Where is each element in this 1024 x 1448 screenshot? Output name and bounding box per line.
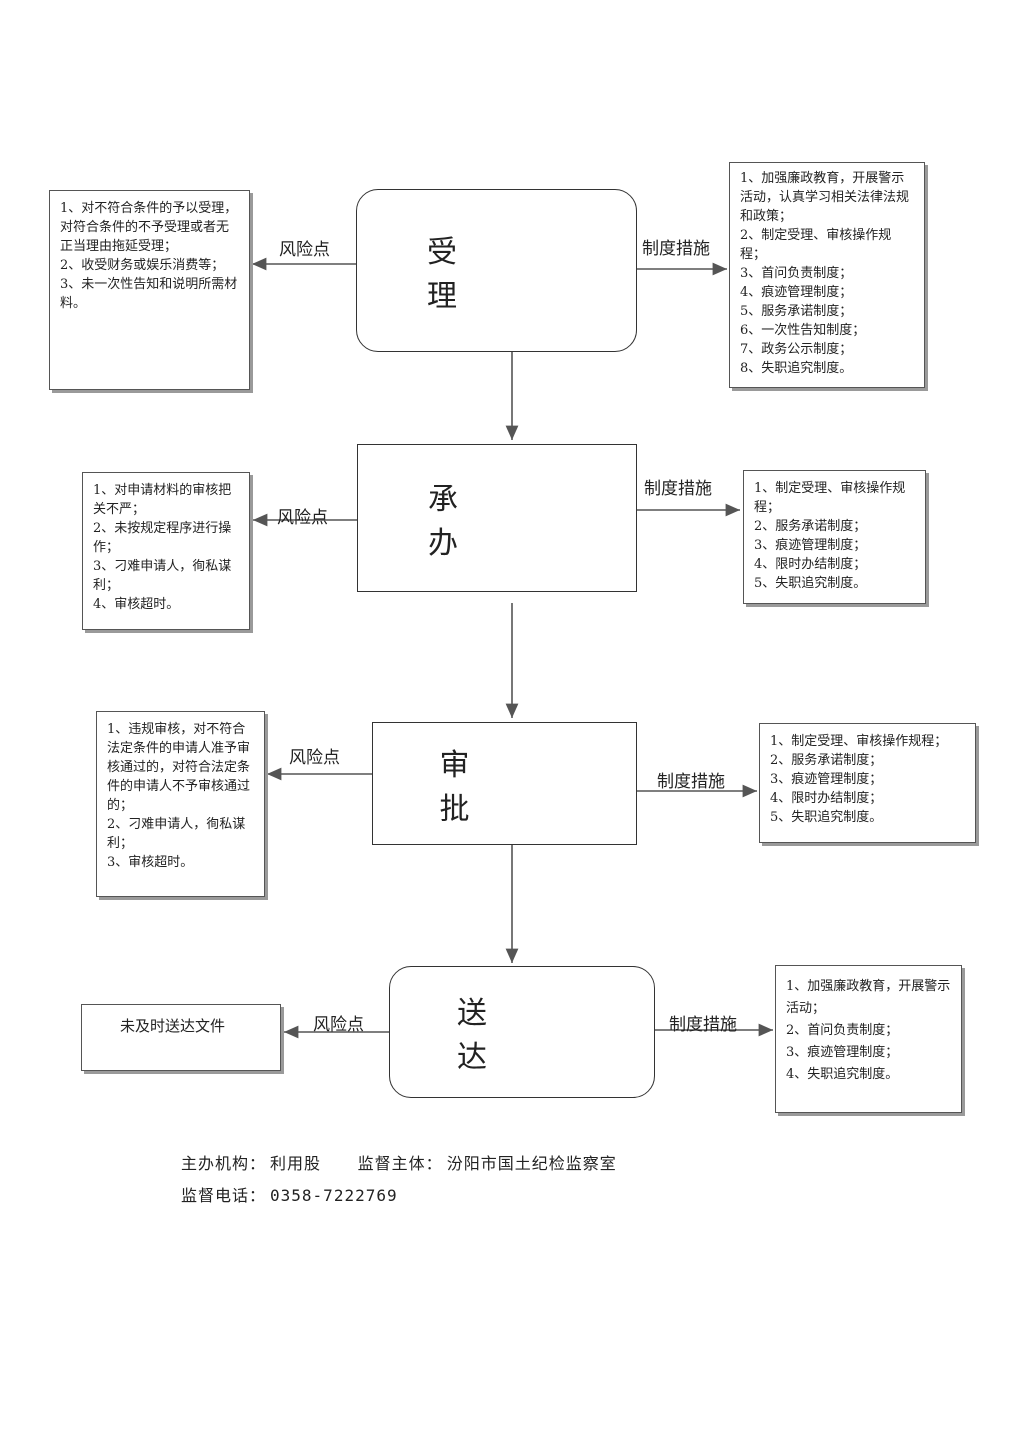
risk-box-deliver: 未及时送达文件 [81,1004,281,1071]
phone-label: 监督电话： [181,1186,267,1205]
measure-item: 4、痕迹管理制度； [740,285,853,300]
stage-handle-label: 承 办 [428,482,628,561]
stage-deliver-label: 送 达 [457,996,657,1075]
footer-org-line: 主办机构：利用股 监督主体：汾阳市国土纪检监察室 [181,1150,621,1174]
measure-item: 1、制定受理、审核操作规程； [754,481,906,515]
risk-item: 1、对不符合条件的予以受理，对符合条件的不予受理或者无正当理由拖延受理； [60,201,238,254]
risk-box-handle: 1、对申请材料的审核把关不严； 2、未按规定程序进行操作； 3、刁难申请人，徇私… [82,472,250,630]
measure-item: 5、服务承诺制度； [740,304,853,319]
risk-item: 3、刁难申请人，徇私谋利； [93,559,232,593]
measure-item: 2、首问负责制度； [786,1023,899,1038]
risk-label-1: 风险点 [279,240,330,260]
stage-accept: 受 理 [356,189,637,352]
measure-item: 7、政务公示制度； [740,342,853,357]
measure-label-3: 制度措施 [657,772,725,792]
stage-deliver: 送 达 [389,966,655,1098]
risk-label-2: 风险点 [277,508,328,528]
org-value: 利用股 [270,1154,322,1173]
risk-item: 4、审核超时。 [93,597,180,612]
risk-box-approve: 1、违规审核，对不符合法定条件的申请人准予审核通过的，对符合法定条件的申请人不予… [96,711,265,897]
measure-label-2: 制度措施 [644,479,712,499]
measure-item: 3、痕迹管理制度； [754,538,867,553]
measure-box-accept: 1、加强廉政教育，开展警示活动，认真学习相关法律法规和政策； 2、制定受理、审核… [729,162,925,388]
risk-item: 3、未一次性告知和说明所需材料。 [60,277,238,311]
risk-item: 3、审核超时。 [107,855,194,870]
risk-item: 2、刁难申请人，徇私谋利； [107,817,246,851]
measure-item: 3、痕迹管理制度； [770,772,883,787]
measure-box-handle: 1、制定受理、审核操作规程； 2、服务承诺制度； 3、痕迹管理制度； 4、限时办… [743,470,926,604]
supervisor-label: 监督主体： [357,1154,443,1173]
measure-item: 6、一次性告知制度； [740,323,866,338]
phone-value: 0358-7222769 [270,1186,398,1205]
measure-box-deliver: 1、加强廉政教育，开展警示活动； 2、首问负责制度； 3、痕迹管理制度； 4、失… [775,965,962,1113]
risk-item: 2、未按规定程序进行操作； [93,521,232,555]
measure-item: 2、服务承诺制度； [770,753,883,768]
measure-item: 4、限时办结制度； [770,791,883,806]
measure-item: 4、失职追究制度。 [786,1067,899,1082]
risk-item: 1、对申请材料的审核把关不严； [93,483,232,517]
risk-box-accept: 1、对不符合条件的予以受理，对符合条件的不予受理或者无正当理由拖延受理； 2、收… [49,190,250,390]
measure-item: 1、加强廉政教育，开展警示活动； [786,979,951,1016]
stage-approve-label: 审 批 [439,747,640,827]
measure-item: 3、首问负责制度； [740,266,853,281]
measure-box-approve: 1、制定受理、审核操作规程； 2、服务承诺制度； 3、痕迹管理制度； 4、限时办… [759,723,976,843]
org-label: 主办机构： [181,1154,267,1173]
risk-item: 1、违规审核，对不符合法定条件的申请人准予审核通过的，对符合法定条件的申请人不予… [107,722,251,813]
measure-item: 1、加强廉政教育，开展警示活动，认真学习相关法律法规和政策； [740,171,910,224]
risk-item: 2、收受财务或娱乐消费等； [60,258,225,273]
measure-item: 5、失职追究制度。 [754,576,867,591]
supervisor-value: 汾阳市国土纪检监察室 [446,1154,617,1173]
measure-label-1: 制度措施 [642,239,710,259]
risk-label-3: 风险点 [289,748,340,768]
measure-item: 4、限时办结制度； [754,557,867,572]
measure-item: 2、制定受理、审核操作规程； [740,228,892,262]
measure-item: 2、服务承诺制度； [754,519,867,534]
stage-handle: 承 办 [357,444,637,592]
measure-label-4: 制度措施 [669,1015,737,1035]
risk-label-4: 风险点 [313,1015,364,1035]
measure-item: 1、制定受理、审核操作规程； [770,734,948,749]
risk-item: 未及时送达文件 [120,1017,226,1035]
measure-item: 5、失职追究制度。 [770,810,883,825]
footer-phone-line: 监督电话：0358-7222769 [181,1182,402,1206]
measure-item: 8、失职追究制度。 [740,361,853,376]
stage-approve: 审 批 [372,722,637,845]
stage-accept-label: 受 理 [427,234,627,314]
measure-item: 3、痕迹管理制度； [786,1045,899,1060]
